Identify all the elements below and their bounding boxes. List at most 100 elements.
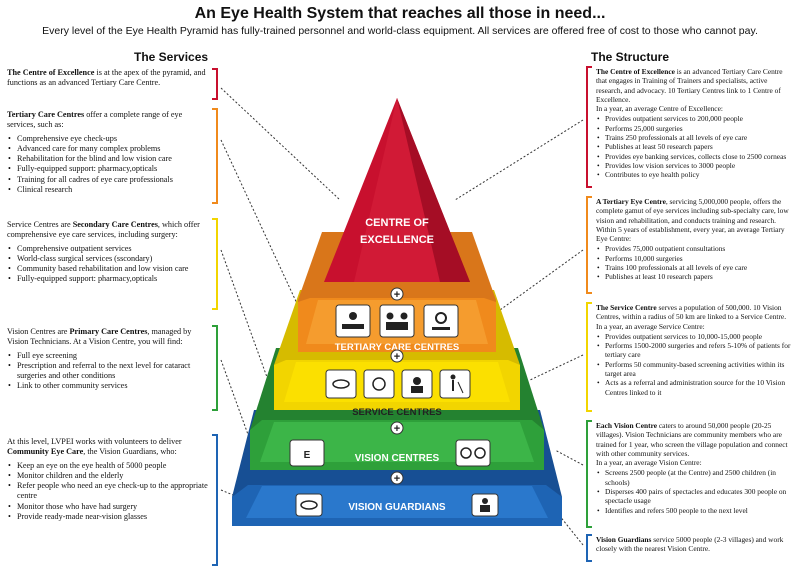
services-vision: Vision Centres are Primary Care Centres,…	[7, 327, 209, 392]
list-item: Fully-equipped support: pharmacy,optical…	[7, 164, 212, 175]
list-item: Provides low vision services to 3000 peo…	[596, 161, 794, 171]
connector-coe-right	[454, 119, 584, 201]
structure-vision-intro: In a year, an average Vision Centre:	[596, 458, 702, 468]
list-item: Rehabilitation for the blind and low vis…	[7, 154, 212, 165]
list-item: Publishes at least 10 research papers	[596, 272, 794, 282]
connector-service-right	[529, 354, 584, 381]
services-coe-bold: The Centre of Excellence	[7, 68, 95, 77]
surgeon-head-icon	[349, 312, 357, 320]
connector-coe-left	[220, 87, 341, 201]
list-item: Full eye screening	[7, 351, 209, 362]
list-item: Screens 2500 people (at the Centre) and …	[596, 468, 794, 487]
list-item: Monitor those who have had surgery	[7, 502, 209, 513]
services-guardians-pre: At this level, LVPEI works with voluntee…	[7, 437, 182, 446]
list-item: Performs 1500-2000 surgeries and refers …	[596, 341, 794, 360]
list-item: Acts as a referral and administration so…	[596, 378, 794, 397]
list-item: Contributes to eye health policy	[596, 170, 794, 180]
research-base-icon	[432, 327, 450, 330]
tier3-label: SERVICE CENTRES	[352, 407, 442, 418]
list-item: Fully-equipped support: pharmacy,optical…	[7, 274, 209, 285]
list-item: Performs 50 community-based screening ac…	[596, 360, 794, 379]
plus-icon-2	[390, 349, 404, 363]
research-icon	[423, 304, 459, 338]
team-icon	[386, 322, 408, 330]
services-tertiary-bold: Tertiary Care Centres	[7, 110, 85, 119]
professionals-icon	[379, 304, 415, 338]
tier1-label-line2: EXCELLENCE	[360, 234, 434, 246]
list-item: Provide ready-made near-vision glasses	[7, 512, 209, 523]
structure-vision-list: Screens 2500 people (at the Centre) and …	[596, 468, 794, 515]
services-tertiary-text: offer a complete range of eye services, …	[7, 110, 183, 130]
bracket-coe-left	[212, 68, 218, 100]
services-vision-bold: Primary Care Centres	[69, 327, 148, 336]
tier-centre-of-excellence-face	[354, 98, 440, 282]
plus-label-2: +	[394, 351, 400, 363]
eye-shape-icon	[332, 379, 350, 389]
structure-tertiary-intro: Within 5 years of establishment, every y…	[596, 224, 785, 244]
structure-vision-text: caters to around 50,000 people (20-25 vi…	[596, 421, 788, 458]
vision-centre-icons: E	[289, 439, 491, 467]
structure-service-list: Provides outpatient services to 10,000-1…	[596, 332, 794, 397]
structure-coe-list: Provides outpatient services to 200,000 …	[596, 114, 794, 179]
structure-tertiary-list: Provides 75,000 outpatient consultations…	[596, 244, 794, 281]
structure-tertiary: A Tertiary Eye Centre, servicing 5,000,0…	[596, 197, 794, 282]
list-item: Keep an eye on the eye health of 5000 pe…	[7, 461, 209, 472]
services-tertiary-list: Comprehensive eye check-ups Advanced car…	[7, 134, 212, 196]
connector-vision-left	[220, 359, 251, 441]
list-item: Provides eye banking services, collects …	[596, 152, 794, 162]
connector-vision-right	[554, 449, 584, 466]
tier1-label-line1: CENTRE OF	[365, 217, 429, 229]
structure-tertiary-text: , servicing 5,000,000 people, offers the…	[596, 197, 789, 225]
surgery-icon	[335, 304, 371, 338]
plus-label-3: +	[394, 423, 400, 435]
bracket-service-left	[212, 218, 218, 310]
structure-service-text: serves a population of 500,000. 10 Visio…	[596, 303, 787, 322]
page-title: An Eye Health System that reaches all th…	[194, 5, 606, 22]
services-service-pre: Service Centres are	[7, 220, 73, 229]
tertiary-icons	[335, 304, 459, 338]
guardian-icons	[295, 493, 499, 517]
structure-service-bold: The Service Centre	[596, 303, 657, 312]
eye-chart-icon	[289, 439, 325, 467]
helper-body-icon	[480, 505, 490, 512]
bracket-tertiary-right	[586, 196, 592, 294]
structure-vision-bold: Each Vision Centre	[596, 421, 658, 430]
plus-icon-4	[390, 471, 404, 485]
plus-icon-3	[390, 421, 404, 435]
services-vision-list: Full eye screening Prescription and refe…	[7, 351, 209, 392]
spectacle-lens-right-icon	[474, 447, 486, 459]
structure-coe-bold: The Centre of Excellence	[596, 67, 675, 76]
structure-heading: The Structure	[591, 50, 670, 64]
plus-label-4: +	[394, 473, 400, 485]
tier-service-centres-face	[284, 362, 510, 402]
list-item: Comprehensive eye check-ups	[7, 134, 212, 145]
helper-head-icon	[482, 498, 488, 504]
structure-service-intro: In a year, an average Service Centre:	[596, 321, 705, 331]
services-tertiary: Tertiary Care Centres offer a complete r…	[7, 110, 212, 196]
list-item: World-class surgical services (sscondary…	[7, 254, 209, 265]
person-a-icon	[386, 312, 394, 320]
doctor-body-icon	[411, 386, 423, 393]
blind-walker-icon	[439, 369, 471, 399]
service-icons	[325, 369, 471, 399]
list-item: Community based rehabilitation and low v…	[7, 264, 209, 275]
structure-coe: The Centre of Excellence is an advanced …	[596, 67, 794, 180]
list-item: Provides outpatient services to 10,000-1…	[596, 332, 794, 342]
structure-tertiary-bold: A Tertiary Eye Centre	[596, 197, 666, 206]
services-service: Service Centres are Secondary Care Centr…	[7, 220, 209, 285]
connector-service-left	[220, 249, 269, 381]
bracket-coe-right	[586, 66, 592, 188]
services-coe-text: is at the apex of the pyramid, and funct…	[7, 68, 206, 88]
list-item: Training for all cadres of eye care prof…	[7, 175, 212, 186]
list-item: Monitor children and the elderly	[7, 471, 209, 482]
structure-guardians: Vision Guardians service 5000 people (2-…	[596, 535, 794, 554]
walking-cane-icon	[457, 381, 464, 394]
list-item: Comprehensive outpatient services	[7, 244, 209, 255]
walker-head-icon	[450, 374, 456, 380]
services-service-bold: Secondary Care Centres	[72, 220, 158, 229]
list-item: Provides outpatient services to 200,000 …	[596, 114, 794, 124]
structure-guardians-text: service 5000 people (2-3 villages) and w…	[596, 535, 784, 554]
structure-coe-text: is an advanced Tertiary Care Centre that…	[596, 67, 783, 104]
connector-tertiary-right	[499, 249, 584, 311]
